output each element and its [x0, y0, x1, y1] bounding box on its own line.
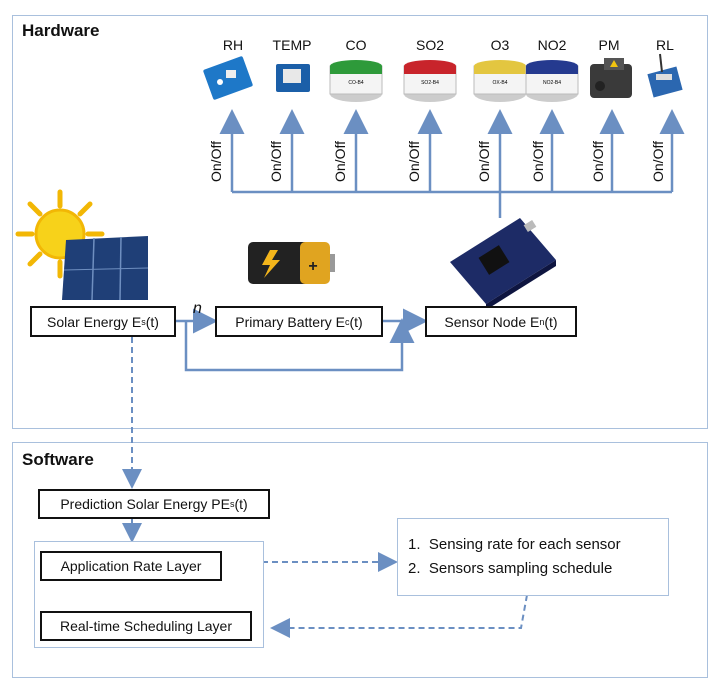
dashed-links: [122, 337, 528, 638]
onoff-label-temp: On/Off: [268, 141, 284, 182]
humidity-sensor-icon: [203, 56, 253, 100]
co-gas-sensor-icon: CO-B4: [329, 60, 383, 102]
ozone-gas-sensor-icon: OX-B4: [473, 60, 527, 102]
output-item-1: 1. Sensing rate for each sensor: [408, 536, 621, 553]
sensor-label-o3: O3: [490, 37, 510, 53]
sensor-label-rh: RH: [222, 37, 244, 53]
sensor-label-no2: NO2: [537, 37, 567, 53]
particulate-sensor-icon: [590, 58, 632, 98]
onoff-label-rh: On/Off: [208, 141, 224, 182]
svg-text:SO2-B4: SO2-B4: [421, 80, 439, 86]
sensor-board-icon: [450, 218, 556, 310]
application-rate-layer-box: Application Rate Layer: [40, 551, 222, 581]
sensor-label-rl: RL: [656, 37, 674, 53]
sensor-label-temp: TEMP: [272, 37, 312, 53]
onoff-label-co: On/Off: [332, 141, 348, 182]
no2-gas-sensor-icon: NO2-B4: [525, 60, 579, 102]
software-title: Software: [22, 450, 94, 469]
outputs-box: [397, 518, 669, 596]
sensor-bus: [219, 109, 685, 218]
sensor-label-pm: PM: [598, 37, 620, 53]
sensor-label-co: CO: [345, 37, 367, 53]
svg-text:CO-B4: CO-B4: [348, 80, 364, 86]
realtime-scheduling-layer-box: Real-time Scheduling Layer: [40, 611, 252, 641]
radio-link-icon: [647, 53, 683, 98]
onoff-label-o3: On/Off: [476, 141, 492, 182]
onoff-label-no2: On/Off: [530, 141, 546, 182]
svg-text:+: +: [308, 258, 317, 275]
svg-text:OX-B4: OX-B4: [492, 80, 507, 86]
solar-panel-icon: [62, 236, 149, 301]
energy-flow: [176, 308, 428, 372]
battery-icon: +: [248, 242, 335, 284]
outputs-list: 1. Sensing rate for each sensor 2. Senso…: [408, 533, 621, 581]
hardware-title: Hardware: [22, 21, 100, 40]
onoff-label-pm: On/Off: [590, 141, 606, 182]
so2-gas-sensor-icon: SO2-B4: [403, 60, 457, 102]
temperature-sensor-icon: [276, 64, 310, 92]
sensor-label-so2: SO2: [415, 37, 445, 53]
n-label: n: [193, 300, 202, 317]
output-item-2: 2. Sensors sampling schedule: [408, 560, 613, 577]
onoff-label-rl: On/Off: [650, 141, 666, 182]
svg-text:NO2-B4: NO2-B4: [543, 80, 561, 86]
onoff-label-so2: On/Off: [406, 141, 422, 182]
